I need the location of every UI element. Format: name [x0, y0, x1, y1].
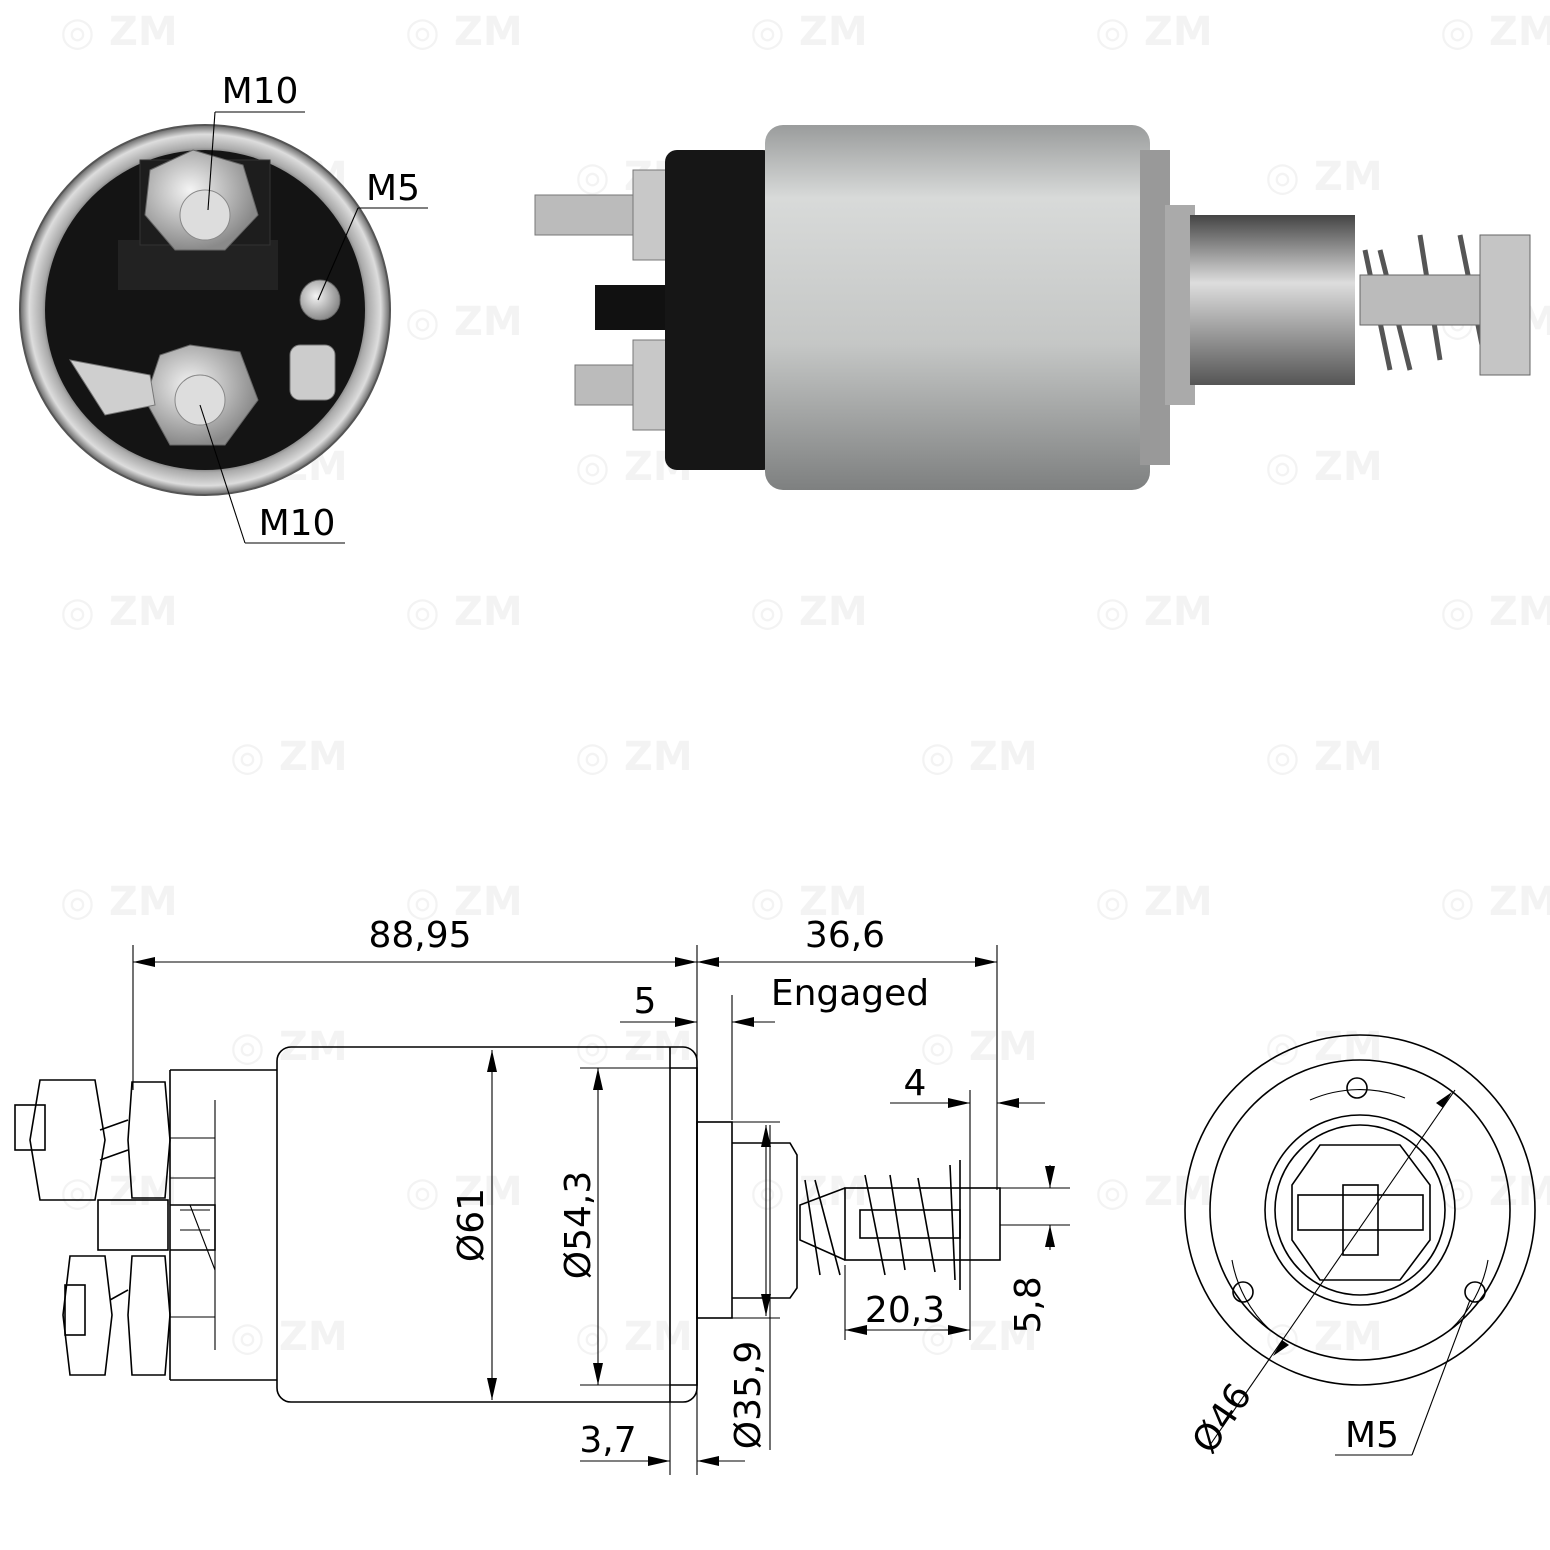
- label-m10-top-text: M10: [222, 71, 299, 112]
- watermark-mark: ◎ ZM: [1095, 1169, 1213, 1215]
- watermark-mark: ◎ ZM: [1440, 9, 1550, 55]
- arrowhead: [845, 1325, 867, 1335]
- arrowhead: [732, 1017, 754, 1027]
- watermark-mark: ◎ ZM: [1265, 1024, 1383, 1070]
- watermark-mark: ◎ ZM: [405, 9, 523, 55]
- dim-flange-diameter: Ø54,3: [558, 1171, 599, 1280]
- arrowhead: [675, 957, 697, 967]
- watermark-mark: ◎ ZM: [230, 734, 348, 780]
- watermark-mark: ◎ ZM: [405, 1169, 523, 1215]
- arrowhead: [761, 1125, 771, 1147]
- dim-stub-diameter: Ø35,9: [728, 1341, 769, 1450]
- watermark-mark: ◎ ZM: [60, 879, 178, 925]
- watermark-mark: ◎ ZM: [230, 1314, 348, 1360]
- watermark-mark: ◎ ZM: [405, 879, 523, 925]
- label-m10-top: M10: [207, 71, 305, 211]
- arrowhead: [697, 1456, 719, 1466]
- arrowhead: [761, 1294, 771, 1316]
- arrowhead: [648, 1456, 670, 1466]
- watermark-mark: ◎ ZM: [750, 879, 868, 925]
- arrowhead: [975, 957, 997, 967]
- watermark-mark: ◎ ZM: [60, 1169, 178, 1215]
- arrowhead: [1045, 1166, 1055, 1188]
- arrowhead: [948, 1325, 970, 1335]
- watermark-mark: ◎ ZM: [1265, 734, 1383, 780]
- watermark-mark: ◎ ZM: [405, 299, 523, 345]
- watermark-mark: ◎ ZM: [920, 1024, 1038, 1070]
- watermark-mark: ◎ ZM: [405, 589, 523, 635]
- dim-tip-length: 4: [904, 1063, 927, 1104]
- watermark-mark: ◎ ZM: [1265, 1314, 1383, 1360]
- arrowhead: [593, 1068, 603, 1090]
- arrowhead: [1045, 1225, 1055, 1247]
- photo-side-view: [534, 125, 1531, 490]
- watermark-mark: ◎ ZM: [1095, 589, 1213, 635]
- dim-spring-length: 20,3: [865, 1290, 945, 1331]
- watermark-mark: ◎ ZM: [920, 1314, 1038, 1360]
- watermark-mark: ◎ ZM: [1265, 444, 1383, 490]
- arrowhead: [593, 1363, 603, 1385]
- watermark-mark: ◎ ZM: [60, 589, 178, 635]
- watermark-mark: ◎ ZM: [1265, 154, 1383, 200]
- dimension-arrows: [133, 957, 1055, 1466]
- arrowhead: [487, 1378, 497, 1400]
- watermark-mark: ◎ ZM: [1440, 589, 1550, 635]
- watermark-mark: ◎ ZM: [1095, 9, 1213, 55]
- arrowhead: [997, 1098, 1019, 1108]
- watermark-mark: ◎ ZM: [750, 589, 868, 635]
- watermark-mark: ◎ ZM: [575, 734, 693, 780]
- watermark-mark: ◎ ZM: [750, 9, 868, 55]
- dim-flange-gap: 5: [634, 981, 657, 1022]
- watermark-mark: ◎ ZM: [1095, 879, 1213, 925]
- label-m10-bottom-text: M10: [259, 503, 336, 544]
- dim-overall-length: 88,95: [368, 915, 471, 956]
- dim-plunger-length: 36,6: [805, 915, 885, 956]
- drawing-side-view: [14, 1046, 1001, 1403]
- label-m5-top: M5: [317, 168, 428, 301]
- watermark-mark: ◎ ZM: [1440, 879, 1550, 925]
- arrowhead: [697, 957, 719, 967]
- dim-engaged-note: Engaged: [771, 973, 929, 1014]
- dimension-lines: [132, 945, 1070, 1475]
- watermark-mark: ◎ ZM: [575, 1314, 693, 1360]
- arrowhead: [487, 1050, 497, 1072]
- arrowhead: [133, 957, 155, 967]
- arrowhead: [675, 1017, 697, 1027]
- drawing-end-view: [1184, 1034, 1536, 1456]
- dim-flange-thickness: 3,7: [579, 1420, 636, 1461]
- label-m10-bottom: M10: [199, 404, 345, 544]
- photo-end-view: [19, 124, 391, 496]
- dim-mount-thread: M5: [1345, 1415, 1399, 1456]
- dim-tip-width: 5,8: [1008, 1276, 1049, 1333]
- watermark-mark: ◎ ZM: [920, 734, 1038, 780]
- arrowhead: [948, 1098, 970, 1108]
- dim-body-diameter: Ø61: [451, 1188, 492, 1262]
- label-m5-top-text: M5: [366, 168, 420, 209]
- watermark-mark: ◎ ZM: [60, 9, 178, 55]
